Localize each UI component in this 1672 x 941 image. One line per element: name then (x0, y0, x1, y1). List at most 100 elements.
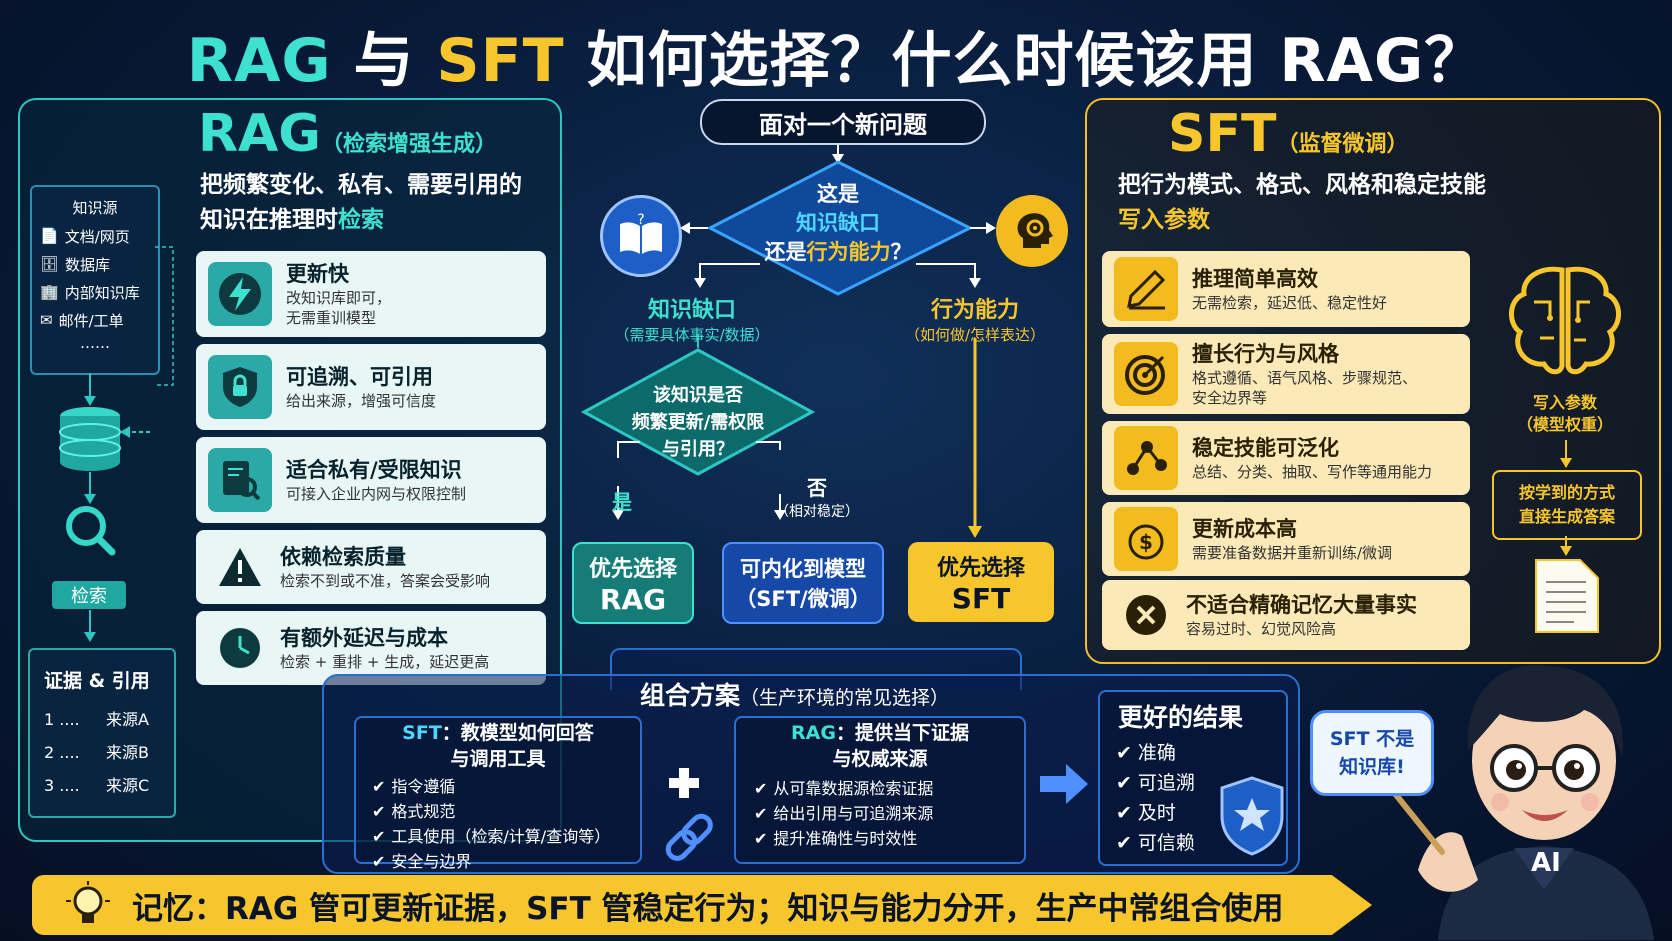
q2-line: 该知识是否 (653, 385, 743, 406)
check-label: 指令遵循 (391, 777, 456, 796)
card-title: 更新快 (286, 261, 349, 286)
brain-line: 写入参数 (1532, 393, 1597, 412)
check-label: 提升准确性与时效性 (773, 829, 918, 848)
source-item: 📄文档/网页 (32, 222, 158, 250)
rag-heading: RAG（检索增强生成） (198, 104, 497, 164)
citation-row: 3 .... 来源C (30, 769, 174, 802)
speech-bubble: SFT 不是 知识库! (1310, 710, 1434, 796)
memo-label: 记忆： (132, 890, 225, 927)
result-item: ✔可信赖 (1116, 828, 1286, 858)
combo-rag-head2: 与权威来源 (832, 748, 928, 770)
check-label: 从可靠数据源检索证据 (773, 779, 934, 798)
no-text: 否 (807, 476, 827, 500)
check-icon: ✔ (1116, 832, 1132, 854)
result-title: 更好的结果 (1118, 703, 1244, 732)
behavior-label: 行为能力 （如何做/怎样表达） (880, 292, 1070, 345)
yes-label: 是 (612, 490, 632, 514)
knowledge-source-box: 知识源 📄文档/网页 🗄数据库 🏢内部知识库 ✉邮件/工单 …… (30, 185, 160, 375)
check-item: ✔工具使用（检索/计算/查询等） (372, 824, 640, 849)
result-item: ✔可追溯 (1116, 768, 1286, 798)
check-icon: ✔ (372, 827, 386, 846)
warning-icon (214, 541, 266, 593)
check-item: ✔从可靠数据源检索证据 (754, 776, 1024, 801)
card-title: 有额外延迟与成本 (280, 625, 448, 650)
citation-row: 2 .... 来源B (30, 736, 174, 769)
citation-number: 3 .... (44, 776, 80, 795)
card-desc: 需要准备数据并重新训练/微调 (1192, 543, 1393, 562)
result-item: ✔及时 (1116, 798, 1286, 828)
head-gear-icon (996, 195, 1068, 267)
question-diamond (706, 160, 974, 296)
title-question: 如何选择？什么时候该用 RAG？ (564, 26, 1486, 96)
rag-pipeline (59, 373, 150, 556)
source-connector (155, 246, 174, 386)
combo-title-sub: （生产环境的常见选择） (740, 687, 950, 709)
sft-heading: SFT（监督微调） (1168, 104, 1408, 164)
brain-arrow (1560, 440, 1572, 468)
svg-text:$: $ (1139, 530, 1153, 554)
bubble-line: 知识库! (1339, 756, 1405, 778)
shield-lock-icon (208, 355, 272, 419)
document-search-icon (208, 448, 272, 512)
brain-line: （模型权重） (1516, 415, 1613, 434)
card-desc: 格式遵循、语气风格、步骤规范、 (1192, 368, 1418, 387)
card-title: 不适合精确记忆大量事实 (1186, 592, 1417, 617)
result-label: 可信赖 (1137, 832, 1195, 854)
sft-card: 推理简单高效无需检索，延迟低、稳定性好 (1102, 251, 1470, 327)
result-label: 及时 (1137, 802, 1176, 824)
q1-mark: ？ (890, 240, 912, 264)
citation-source: 来源A (106, 710, 149, 729)
right-branch-sub: （如何做/怎样表达） (904, 326, 1046, 344)
check-icon: ✔ (754, 804, 768, 823)
citation-source: 来源C (106, 776, 150, 795)
rag-card: 有额外延迟与成本检索 + 重排 + 生成，延迟更高 (196, 611, 546, 685)
shield-star-icon (1220, 776, 1284, 856)
check-icon: ✔ (1116, 802, 1132, 824)
result-internalize: 可内化到模型 （SFT/微调） (722, 542, 884, 624)
document-icon: 📄 (40, 227, 59, 245)
q1-knowledge: 知识缺口 (796, 211, 880, 235)
result-rag: 优先选择 RAG (572, 542, 694, 624)
card-title: 推理简单高效 (1192, 266, 1318, 291)
card-desc: 检索不到或不准，答案会受影响 (280, 571, 491, 590)
check-label: 格式规范 (391, 802, 456, 821)
result-line: （SFT/微调） (735, 587, 871, 611)
card-desc: 容易过时、幻觉风险高 (1186, 619, 1337, 638)
memo-text: RAG 管可更新证据，SFT 管稳定行为；知识与能力分开，生产中常组合使用 (225, 890, 1284, 927)
source-label: 数据库 (65, 255, 111, 274)
source-title: 知识源 (72, 199, 118, 217)
plus-link-icon (665, 768, 713, 861)
lightning-icon (208, 262, 272, 326)
check-icon: ✔ (372, 852, 386, 871)
check-item: ✔给出引用与可追溯来源 (754, 801, 1024, 826)
card-title: 可追溯、可引用 (286, 364, 433, 389)
clock-icon (214, 622, 266, 674)
rag-name: RAG (198, 104, 321, 164)
sft-card: 擅长行为与风格格式遵循、语气风格、步骤规范、安全边界等 (1102, 334, 1470, 414)
book-question-icon: ? (600, 195, 682, 277)
check-icon: ✔ (1116, 742, 1132, 764)
write-params-label: 写入参数 （模型权重） (1500, 392, 1630, 436)
magnifier-icon (66, 506, 116, 556)
combo-rag-tag: RAG (791, 722, 836, 744)
source-label: 邮件/工单 (58, 311, 124, 330)
sft-card: 不适合精确记忆大量事实容易过时、幻觉风险高 (1102, 580, 1470, 650)
document-icon (1535, 559, 1599, 633)
knowledge-gap-label: 知识缺口 （需要具体事实/数据） (602, 292, 782, 345)
decision-flow (580, 142, 996, 538)
result-box: 更好的结果 ✔准确 ✔可追溯 ✔及时 ✔可信赖 (1098, 690, 1288, 866)
citation-source: 来源B (106, 743, 149, 762)
sft-card: 稳定技能可泛化总结、分类、抽取、写作等通用能力 (1102, 421, 1470, 495)
sft-card: $ 更新成本高需要准备数据并重新训练/微调 (1102, 502, 1470, 576)
no-sub: （相对稳定） (775, 504, 859, 520)
rag-desc-line1: 把频繁变化、私有、需要引用的 (200, 172, 522, 198)
check-icon: ✔ (754, 829, 768, 848)
rag-desc-highlight: 检索 (338, 207, 384, 233)
sft-subtitle: （监督微调） (1276, 132, 1409, 157)
sft-desc-line2: 写入参数 (1118, 207, 1210, 233)
rag-description: 把频繁变化、私有、需要引用的 知识在推理时检索 (200, 168, 522, 238)
retrieve-to-cite-arrow (84, 610, 96, 642)
bubble-line: SFT 不是 (1329, 728, 1415, 750)
sft-desc-line1: 把行为模式、格式、风格和稳定技能 (1118, 172, 1486, 198)
citation-number: 2 .... (44, 743, 80, 762)
